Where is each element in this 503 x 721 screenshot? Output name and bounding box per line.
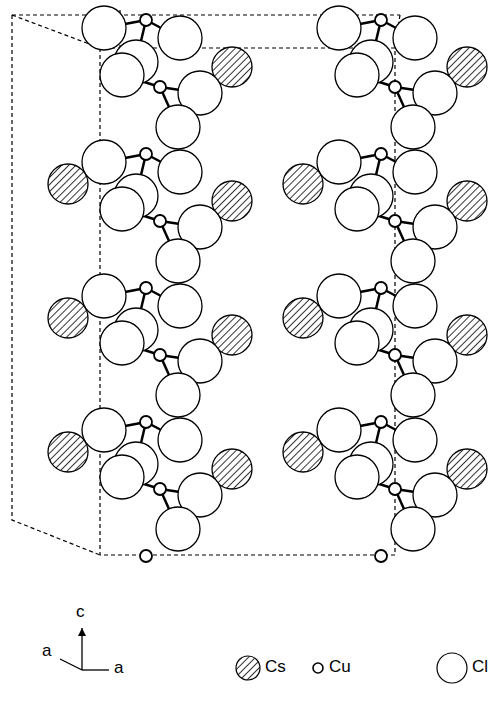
cu-atom <box>375 282 387 294</box>
axis-arrow <box>78 628 86 636</box>
cl-atom <box>158 150 202 194</box>
cu-atom <box>375 14 387 26</box>
cu-atom <box>389 215 401 227</box>
legend-label: Cl <box>472 658 488 677</box>
cl-atom <box>393 284 437 328</box>
cu-atom <box>140 148 152 160</box>
axis-label: a <box>114 659 123 678</box>
cl-atom <box>317 408 361 452</box>
unit-cell-edge <box>100 48 395 555</box>
cl-atom <box>100 53 144 97</box>
cl-atom <box>82 6 126 50</box>
cu-atom <box>140 416 152 428</box>
cl-atom <box>317 6 361 50</box>
cl-atom <box>156 239 200 283</box>
cl-atom <box>82 274 126 318</box>
cu-atom <box>154 483 166 495</box>
legend-swatch <box>437 653 467 683</box>
axis-line <box>82 669 109 670</box>
cl-atom <box>156 373 200 417</box>
cl-atom <box>335 321 379 365</box>
cl-atom <box>100 187 144 231</box>
cs-atom <box>48 298 88 338</box>
cl-atom <box>393 16 437 60</box>
cl-atom <box>335 187 379 231</box>
cl-atom <box>158 284 202 328</box>
cu-atom <box>389 483 401 495</box>
cs-atom <box>283 164 323 204</box>
cl-atom <box>82 140 126 184</box>
cl-atom <box>393 150 437 194</box>
cl-atom <box>158 418 202 462</box>
cu-atom <box>140 550 152 562</box>
cu-atom <box>140 282 152 294</box>
cl-atom <box>391 373 435 417</box>
cu-atom <box>375 148 387 160</box>
cu-atom <box>154 215 166 227</box>
legend-swatch <box>236 656 260 680</box>
cl-atom <box>391 507 435 551</box>
cl-atom <box>156 105 200 149</box>
cs-atom <box>48 432 88 472</box>
cl-atom <box>391 105 435 149</box>
axis-label: c <box>76 603 85 622</box>
cu-atom <box>154 349 166 361</box>
cl-atom <box>393 418 437 462</box>
axis-line <box>60 659 82 670</box>
cu-atom <box>375 416 387 428</box>
cl-atom <box>317 140 361 184</box>
cl-atom <box>335 53 379 97</box>
cu-atom <box>140 14 152 26</box>
cu-atom <box>375 550 387 562</box>
legend-label: Cs <box>265 658 286 677</box>
cu-atom <box>154 81 166 93</box>
cl-atom <box>100 321 144 365</box>
axis-label: a <box>42 642 51 661</box>
cs-atom <box>283 432 323 472</box>
cl-atom <box>158 16 202 60</box>
cl-atom <box>82 408 126 452</box>
legend-label: Cu <box>329 658 351 677</box>
cl-atom <box>156 507 200 551</box>
cs-atom <box>283 298 323 338</box>
cl-atom <box>391 239 435 283</box>
cl-atom <box>317 274 361 318</box>
cl-atom <box>100 455 144 499</box>
cl-atom <box>335 455 379 499</box>
cs-atom <box>48 164 88 204</box>
cu-atom <box>389 349 401 361</box>
legend-swatch <box>313 663 323 673</box>
cu-atom <box>389 81 401 93</box>
